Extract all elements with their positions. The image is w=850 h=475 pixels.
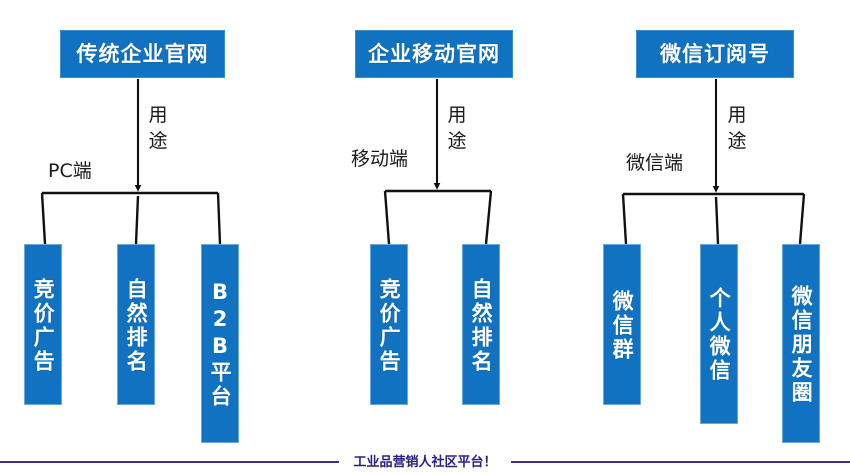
leaf-box-pc-1[interactable]: 自然排名	[117, 244, 155, 405]
footer-text: 工业品营销人社区平台！	[353, 455, 497, 470]
header-box-wechat[interactable]: 微信订阅号	[636, 30, 794, 78]
arrow-label-wechat: 用途	[727, 104, 747, 152]
arrow-label-pc: 用途	[148, 104, 168, 152]
leaf-box-wechat-0[interactable]: 微信群	[603, 244, 641, 405]
leaf-box-wechat-0-label: 微信群	[610, 289, 635, 362]
footer: 工业品营销人社区平台！	[0, 448, 850, 475]
footer-rule-right	[510, 460, 850, 463]
leaf-box-pc-2-label: B2B平台	[208, 280, 233, 409]
branch-label-wechat: 微信端	[626, 152, 684, 174]
header-box-mobile[interactable]: 企业移动官网	[355, 30, 513, 78]
header-box-wechat-label: 微信订阅号	[660, 41, 770, 66]
leaf-box-pc-2[interactable]: B2B平台	[201, 244, 239, 443]
branch-label-mobile: 移动端	[351, 148, 409, 170]
leaf-box-mobile-1-label: 自然排名	[469, 277, 494, 374]
leaf-box-mobile-1[interactable]: 自然排名	[462, 244, 500, 405]
leaf-box-pc-0[interactable]: 竞价广告	[24, 244, 62, 405]
leaf-box-mobile-0-label: 竞价广告	[377, 277, 402, 374]
leaf-box-wechat-1-label: 个人微信	[707, 287, 732, 383]
leaf-box-wechat-2[interactable]: 微信朋友圈	[782, 244, 820, 443]
arrow-label-mobile: 用途	[447, 104, 467, 152]
header-box-pc[interactable]: 传统企业官网	[60, 30, 225, 78]
leaf-box-pc-1-label: 自然排名	[124, 277, 149, 374]
leaf-box-wechat-1[interactable]: 个人微信	[700, 244, 738, 424]
leaf-box-pc-0-label: 竞价广告	[31, 277, 56, 374]
header-box-pc-label: 传统企业官网	[76, 41, 209, 66]
leaf-box-wechat-2-label: 微信朋友圈	[789, 284, 814, 405]
branch-label-pc: PC端	[48, 160, 92, 182]
leaf-box-mobile-0[interactable]: 竞价广告	[370, 244, 408, 405]
header-box-mobile-label: 企业移动官网	[368, 41, 500, 66]
footer-rule-left	[0, 460, 340, 463]
